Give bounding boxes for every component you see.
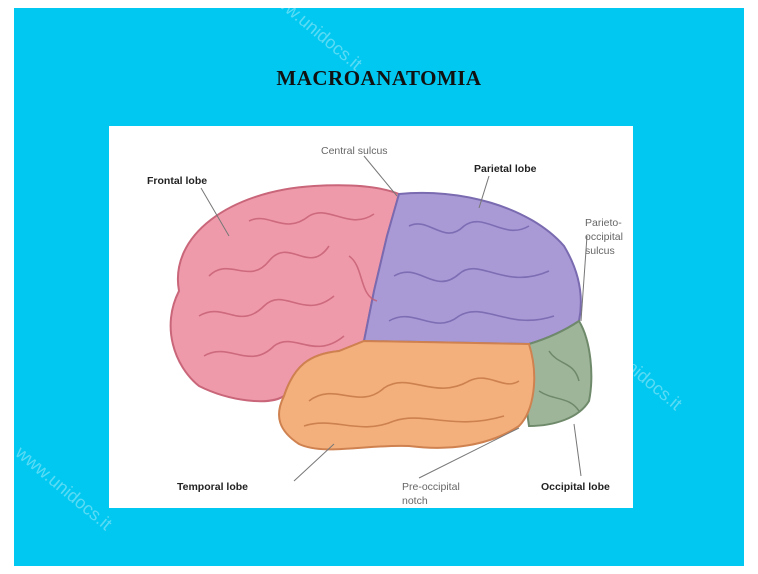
- label-parieto-occipital-line2: occipital: [585, 231, 623, 243]
- label-central-sulcus: Central sulcus: [321, 145, 388, 157]
- label-parieto-occipital-line3: sulcus: [585, 245, 615, 257]
- label-temporal-lobe: Temporal lobe: [177, 481, 248, 493]
- slide: MACROANATOMIA: [14, 8, 744, 566]
- watermark-top: www.unidocs.it: [261, 0, 366, 75]
- watermark-left: www.unidocs.it: [11, 442, 116, 535]
- slide-title: MACROANATOMIA: [14, 66, 744, 91]
- label-parietal-lobe: Parietal lobe: [474, 163, 537, 175]
- temporal-lobe-region: [279, 341, 534, 449]
- label-parieto-occipital-line1: Parieto-: [585, 217, 622, 229]
- label-frontal-lobe: Frontal lobe: [147, 175, 207, 187]
- brain-diagram: Frontal lobe Central sulcus Parietal lob…: [109, 126, 633, 508]
- brain-illustration: Frontal lobe Central sulcus Parietal lob…: [109, 126, 633, 508]
- label-preoccipital-line1: Pre-occipital: [402, 481, 460, 493]
- label-occipital-lobe: Occipital lobe: [541, 481, 610, 493]
- label-preoccipital-line2: notch: [402, 495, 428, 507]
